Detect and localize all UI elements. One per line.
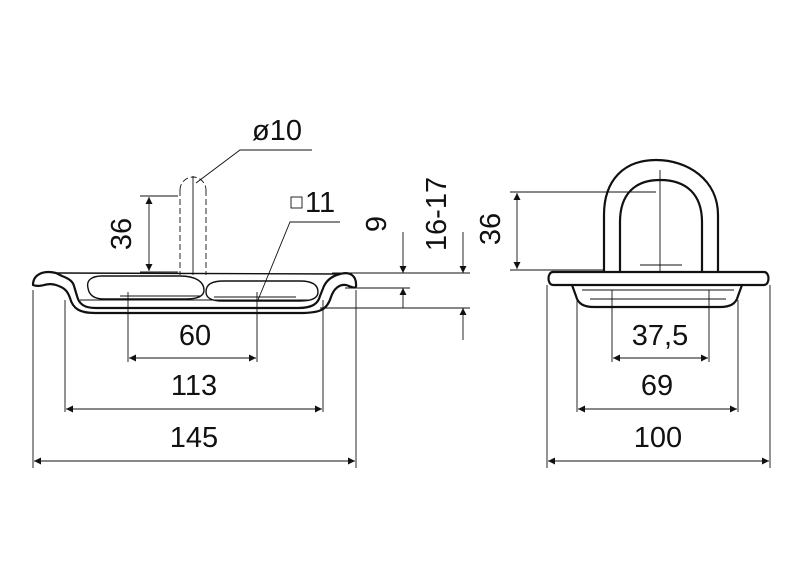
dim-label-diameter: ø10 <box>252 115 302 147</box>
right-view: 100 69 37,5 36 <box>475 158 771 468</box>
right-ring-center <box>640 170 682 272</box>
left-ext-lines <box>32 195 357 468</box>
dim-label-69: 69 <box>641 370 673 402</box>
leader-square <box>257 221 340 301</box>
left-pin-hidden <box>179 190 207 275</box>
right-pan-body <box>570 283 744 309</box>
left-view: 145 113 60 36 ø10 11 9 16-17 <box>31 115 470 468</box>
right-pan-inner <box>582 289 734 300</box>
leader-diameter <box>195 149 312 184</box>
dim-label-36-left: 36 <box>106 218 138 250</box>
dim-label-60: 60 <box>179 320 211 352</box>
right-ring-inner <box>618 178 704 274</box>
right-ext-lines-depth <box>320 272 470 309</box>
right-ext-lines <box>510 191 771 468</box>
left-pan-top <box>55 272 341 275</box>
dim-label-9: 9 <box>361 216 393 232</box>
dim-label-113: 113 <box>171 370 217 402</box>
left-pan-outline <box>31 270 358 315</box>
dim-label-145: 145 <box>170 422 218 454</box>
dim-label-36-right: 36 <box>475 213 507 245</box>
square-symbol-icon <box>290 196 303 209</box>
dim-label-square: 11 <box>305 187 335 219</box>
right-plate-outline <box>547 270 770 287</box>
left-lid-shape <box>86 275 205 300</box>
left-inner-line <box>80 295 310 301</box>
dim-label-16-17: 16-17 <box>421 177 453 251</box>
dim-label-37-5: 37,5 <box>632 320 688 352</box>
dim-label-100: 100 <box>634 422 682 454</box>
